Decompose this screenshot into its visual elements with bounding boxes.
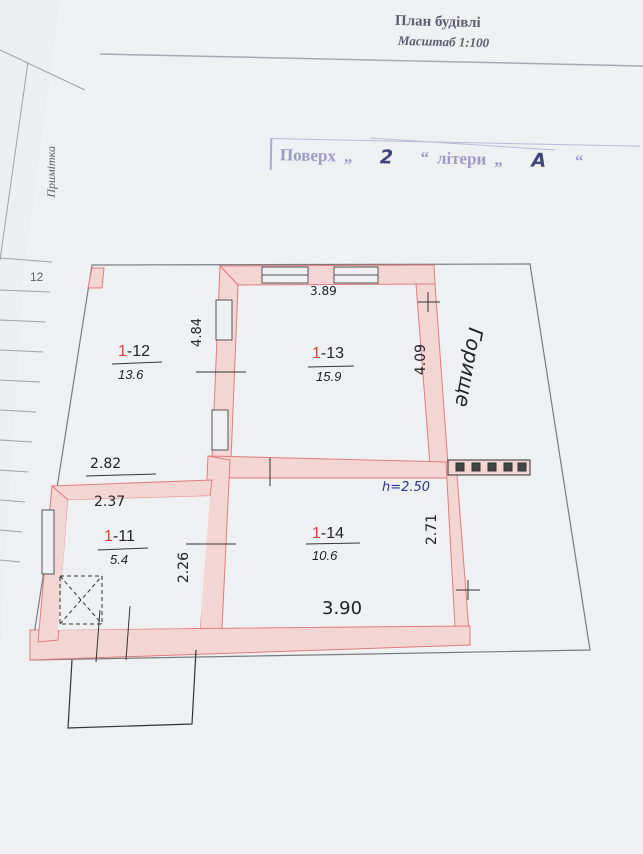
room-area-1-13: 15.9 — [316, 369, 342, 384]
room-area-1-11: 5.4 — [110, 552, 129, 567]
side-table-lines — [0, 49, 86, 563]
room-code-1-13: 1-13 — [312, 345, 345, 362]
room-code-1-11: 1-11 — [104, 528, 135, 545]
dim-2-37: 2.37 — [94, 494, 126, 510]
dimension-ticks — [95, 292, 480, 663]
ceiling-height: h=2.50 — [382, 480, 431, 495]
stamp-rule — [369, 137, 556, 151]
quote-open-2: „ — [494, 149, 504, 169]
header-rule — [99, 53, 643, 67]
dim-3-89: 3.89 — [310, 284, 337, 298]
note-column-label: Примітка — [44, 146, 58, 198]
quote-close-2: “ — [574, 150, 584, 171]
quote-open: „ — [343, 146, 353, 166]
chimney-row — [447, 459, 531, 476]
dim-3-90: 3.90 — [322, 598, 363, 619]
room-1-11-floor — [58, 496, 210, 630]
room-code-1-12: 1-12 — [118, 343, 151, 360]
dim-4-84: 4.84 — [190, 318, 205, 347]
letter-label: літери — [436, 147, 487, 169]
room-code-1-14: 1-14 — [312, 525, 345, 542]
room-area-1-14: 10.6 — [312, 548, 338, 563]
porch-outline — [67, 649, 197, 729]
floor-value: 2 — [379, 145, 394, 169]
plan-title: План будівлі — [394, 12, 481, 32]
quote-close: “ — [420, 147, 430, 167]
dimension-lines — [85, 361, 361, 551]
dim-2-26: 2.26 — [176, 552, 192, 584]
room-area-1-12: 13.6 — [118, 367, 144, 382]
dim-2-71: 2.71 — [424, 514, 440, 546]
dim-2-82: 2.82 — [90, 456, 122, 472]
letter-value: А — [531, 148, 547, 172]
window-marks — [41, 266, 379, 575]
floor-label: Поверх — [279, 144, 337, 165]
stair-symbol — [59, 575, 103, 625]
row-number: 12 — [30, 270, 44, 284]
dim-4-09: 4.09 — [413, 344, 429, 376]
plan-scale: Масштаб 1:100 — [397, 32, 490, 51]
